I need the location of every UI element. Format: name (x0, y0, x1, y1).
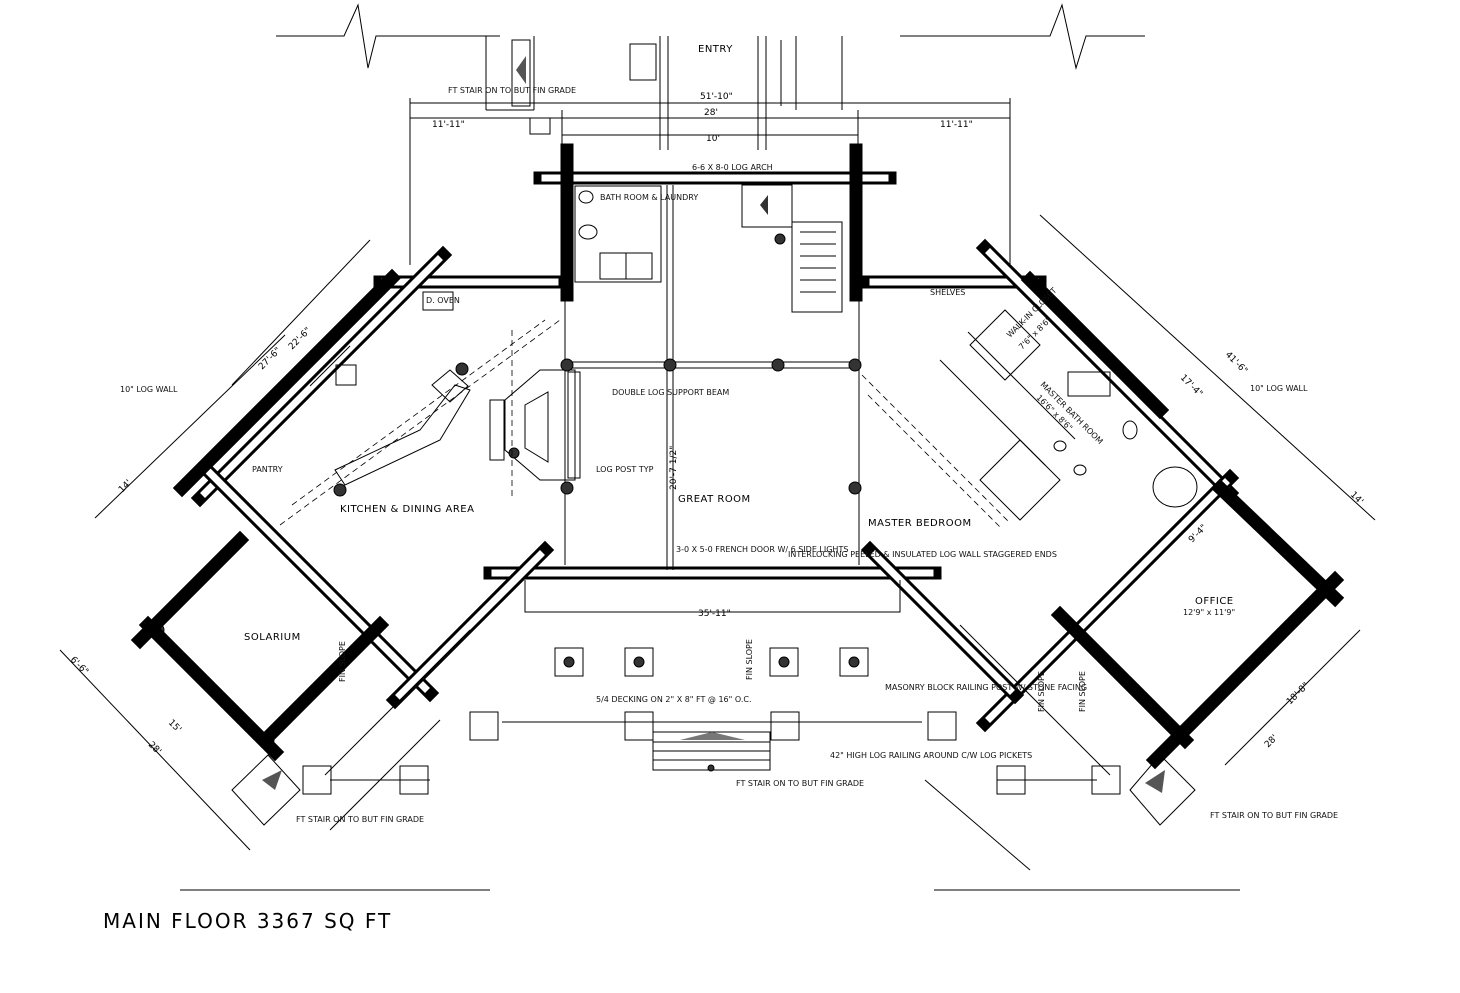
office-size: 12'9" x 11'9" (1183, 608, 1235, 617)
right-wing-walls (860, 238, 1345, 770)
note-stair-center: FT STAIR ON TO BUT FIN GRADE (736, 779, 864, 788)
note-log-post: LOG POST TYP (596, 465, 654, 474)
fin-slope-3: FIN SLOPE (1078, 671, 1087, 712)
entry-label: ENTRY (698, 44, 733, 55)
plan-title: MAIN FLOOR 3367 SQ FT (103, 909, 392, 933)
bath-laundry-label: BATH ROOM & LAUNDRY (600, 193, 698, 202)
dim-arch: 10' (706, 134, 720, 144)
dim-right-18-8: 18'-8" (1285, 681, 1311, 707)
dim-porch: 35'-11" (698, 609, 731, 619)
note-stair-left: FT STAIR ON TO BUT FIN GRADE (296, 815, 424, 824)
dim-right-28: 28' (1263, 733, 1280, 750)
dim-left-14: 14' (117, 478, 134, 495)
fin-slope-1: FIN SLOPE (338, 641, 347, 682)
left-wing-walls (130, 245, 555, 762)
master-suite-fixtures (969, 309, 1198, 521)
master-bedroom-label: MASTER BEDROOM (868, 518, 972, 529)
beam-lines (279, 319, 1011, 528)
log-posts (151, 233, 862, 747)
note-decking: 5/4 DECKING ON 2" X 8" FT @ 16" O.C. (596, 695, 752, 704)
kitchen-label: KITCHEN & DINING AREA (340, 504, 474, 515)
note-log-wall-left: 10" LOG WALL (120, 385, 178, 394)
bath-laundry: BATH ROOM & LAUNDRY (574, 185, 698, 283)
dim-great-room: 20'-7 1/2" (669, 446, 679, 490)
note-double-log: DOUBLE LOG SUPPORT BEAM (612, 388, 729, 397)
dim-left-6-6: 6'-6" (68, 655, 90, 677)
note-masonry: MASONRY BLOCK RAILING POST W/ STONE FACI… (885, 683, 1087, 692)
top-break-lines (276, 3, 1145, 111)
shelves-label: SHELVES (930, 288, 965, 297)
fin-slope-2: FIN SLOPE (745, 639, 754, 680)
dim-center: 28' (704, 108, 718, 118)
dim-overall: 51'-10" (700, 92, 733, 102)
side-stairs (231, 754, 1196, 826)
d-oven-label: D. OVEN (426, 296, 460, 305)
note-log-wall-right: 10" LOG WALL (1250, 384, 1308, 393)
note-log-arch: 6-6 X 8-0 LOG ARCH (692, 163, 773, 172)
front-steps (652, 731, 771, 772)
dim-left-wing: 11'-11" (432, 120, 465, 130)
pantry-label: PANTRY (252, 465, 283, 474)
note-stair-right: FT STAIR ON TO BUT FIN GRADE (1210, 811, 1338, 820)
top-dimensions: 51'-10" 28' 11'-11" 11'-11" 10' (409, 92, 1011, 265)
kitchen-island: D. OVEN PANTRY (252, 291, 471, 486)
entry: ENTRY (629, 36, 782, 150)
porch (302, 580, 1121, 795)
center-stair (741, 184, 843, 313)
dim-right-wing: 11'-11" (940, 120, 973, 130)
note-stair-top: FT STAIR ON TO BUT FIN GRADE (448, 86, 576, 95)
fireplace (489, 369, 581, 481)
notes: 6-6 X 8-0 LOG ARCH DOUBLE LOG SUPPORT BE… (120, 86, 1338, 824)
great-room-label: GREAT ROOM (678, 494, 751, 505)
solarium-label: SOLARIUM (244, 632, 301, 643)
office-label: OFFICE (1195, 596, 1234, 607)
note-interlocking: INTERLOCKING PEELED & INSULATED LOG WALL… (788, 550, 1057, 559)
fin-slope-4: FIN SLOPE (1037, 671, 1046, 712)
note-railing: 42" HIGH LOG RAILING AROUND C/W LOG PICK… (830, 751, 1032, 760)
note-french-door: 3-0 X 5-0 FRENCH DOOR W/ 6 SIDE LIGHTS (676, 545, 848, 554)
dim-right-14: 14' (1348, 490, 1365, 507)
dim-right-17-4: 17'-4" (1178, 373, 1204, 399)
dim-left-15: 15' (166, 718, 183, 735)
dim-left-22-6: 22'-6" (287, 326, 313, 352)
dim-right-41-6: 41'-6" (1223, 350, 1249, 376)
